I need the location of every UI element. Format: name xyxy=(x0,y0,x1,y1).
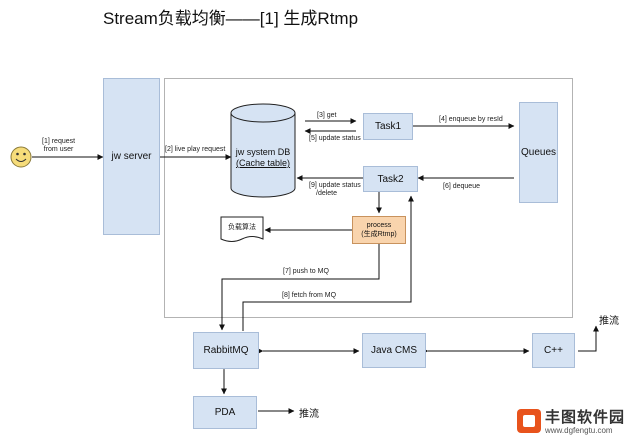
cpp-node: C++ xyxy=(532,333,575,368)
edge-label-get: [3] get xyxy=(317,112,337,119)
task1-node: Task1 xyxy=(363,113,413,140)
pda-node: PDA xyxy=(193,396,257,429)
edge-label-update-delete: [9] update status /delete xyxy=(309,182,361,198)
push-stream-label-pda: 推流 xyxy=(299,409,319,420)
watermark-url: www.dgfengtu.com xyxy=(545,426,613,435)
edge-label-update-status: [5] update status xyxy=(309,135,361,142)
edge-cpp-push-stream xyxy=(578,325,599,352)
edge-label-request-line2: from user xyxy=(43,146,74,153)
push-stream-label-cpp: 推流 xyxy=(599,316,619,327)
database-name: jw system DB xyxy=(235,147,291,157)
edge-label-update-delete-line1: [9] update status xyxy=(309,182,361,189)
brand-logo-icon xyxy=(517,409,541,433)
edge-label-update-delete-line2: /delete xyxy=(316,190,338,197)
process-node: process (生成Rtmp) xyxy=(352,216,406,244)
document-label: 负载算法 xyxy=(228,224,256,231)
database-cylinder-icon xyxy=(230,103,296,198)
smiley-user-icon xyxy=(10,146,32,168)
edge-fetch-mq xyxy=(242,195,414,331)
jw-server-node: jw server xyxy=(103,78,160,235)
edge-label-live-play: [2] live play request xyxy=(165,146,226,153)
edge-label-push-mq: [7] push to MQ xyxy=(283,268,329,275)
process-sublabel: (生成Rtmp) xyxy=(361,231,397,238)
edge-label-fetch-mq: [8] fetch from MQ xyxy=(282,292,337,299)
edge-label-enqueue: [4] enqueue by resId xyxy=(439,116,503,123)
rabbitmq-node: RabbitMQ xyxy=(193,332,259,369)
task2-node: Task2 xyxy=(363,166,418,192)
process-label: process xyxy=(366,222,392,229)
edge-label-request: [1] request from user xyxy=(42,138,75,154)
java-cms-node: Java CMS xyxy=(362,333,426,368)
system-boundary-frame xyxy=(164,78,573,318)
page-title: Stream负载均衡——[1] 生成Rtmp xyxy=(103,9,359,28)
document-icon xyxy=(220,216,264,242)
watermark-name: 丰图软件园 xyxy=(545,409,626,426)
database-subtitle: (Cache table) xyxy=(235,158,291,168)
database-label: jw system DB (Cache table) xyxy=(231,147,295,169)
edge-label-request-line1: [1] request xyxy=(42,138,76,145)
edge-push-mq xyxy=(219,244,380,331)
edge-label-dequeue: [6] dequeue xyxy=(443,183,480,190)
queues-node: Queues xyxy=(519,102,558,203)
